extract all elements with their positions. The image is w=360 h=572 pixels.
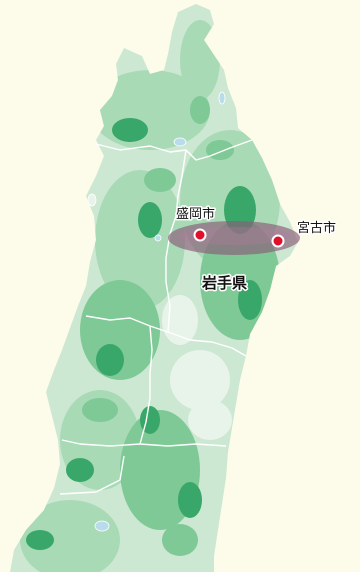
- miyako-dot[interactable]: [271, 234, 285, 248]
- label-morioka: 盛岡市: [176, 206, 215, 222]
- terrain-relief: [20, 20, 280, 572]
- border-yamagata-miyagi: [139, 325, 153, 445]
- border-iwate-miyagi: [167, 331, 247, 357]
- border-fukushima-west: [59, 455, 125, 495]
- border-yamagata-niigata: [61, 439, 141, 447]
- prefecture-borders: [59, 139, 253, 495]
- lake-ogawara: [218, 91, 226, 105]
- lake-towada: [173, 137, 187, 147]
- border-miyagi-fukushima: [139, 443, 227, 447]
- label-miyako: 宮古市: [297, 220, 336, 236]
- city-miyako[interactable]: 宮古市: [271, 219, 338, 248]
- morioka-dot[interactable]: [193, 228, 207, 242]
- lake-inawashiro: [94, 520, 110, 532]
- border-akita-yamagata: [85, 315, 169, 333]
- route-band-highlight: [178, 227, 290, 245]
- city-morioka[interactable]: 盛岡市: [175, 205, 217, 242]
- lake-tazawa: [154, 234, 162, 242]
- label-iwate-prefecture: 岩手県: [201, 274, 247, 292]
- lake-hachirogata: [87, 193, 97, 207]
